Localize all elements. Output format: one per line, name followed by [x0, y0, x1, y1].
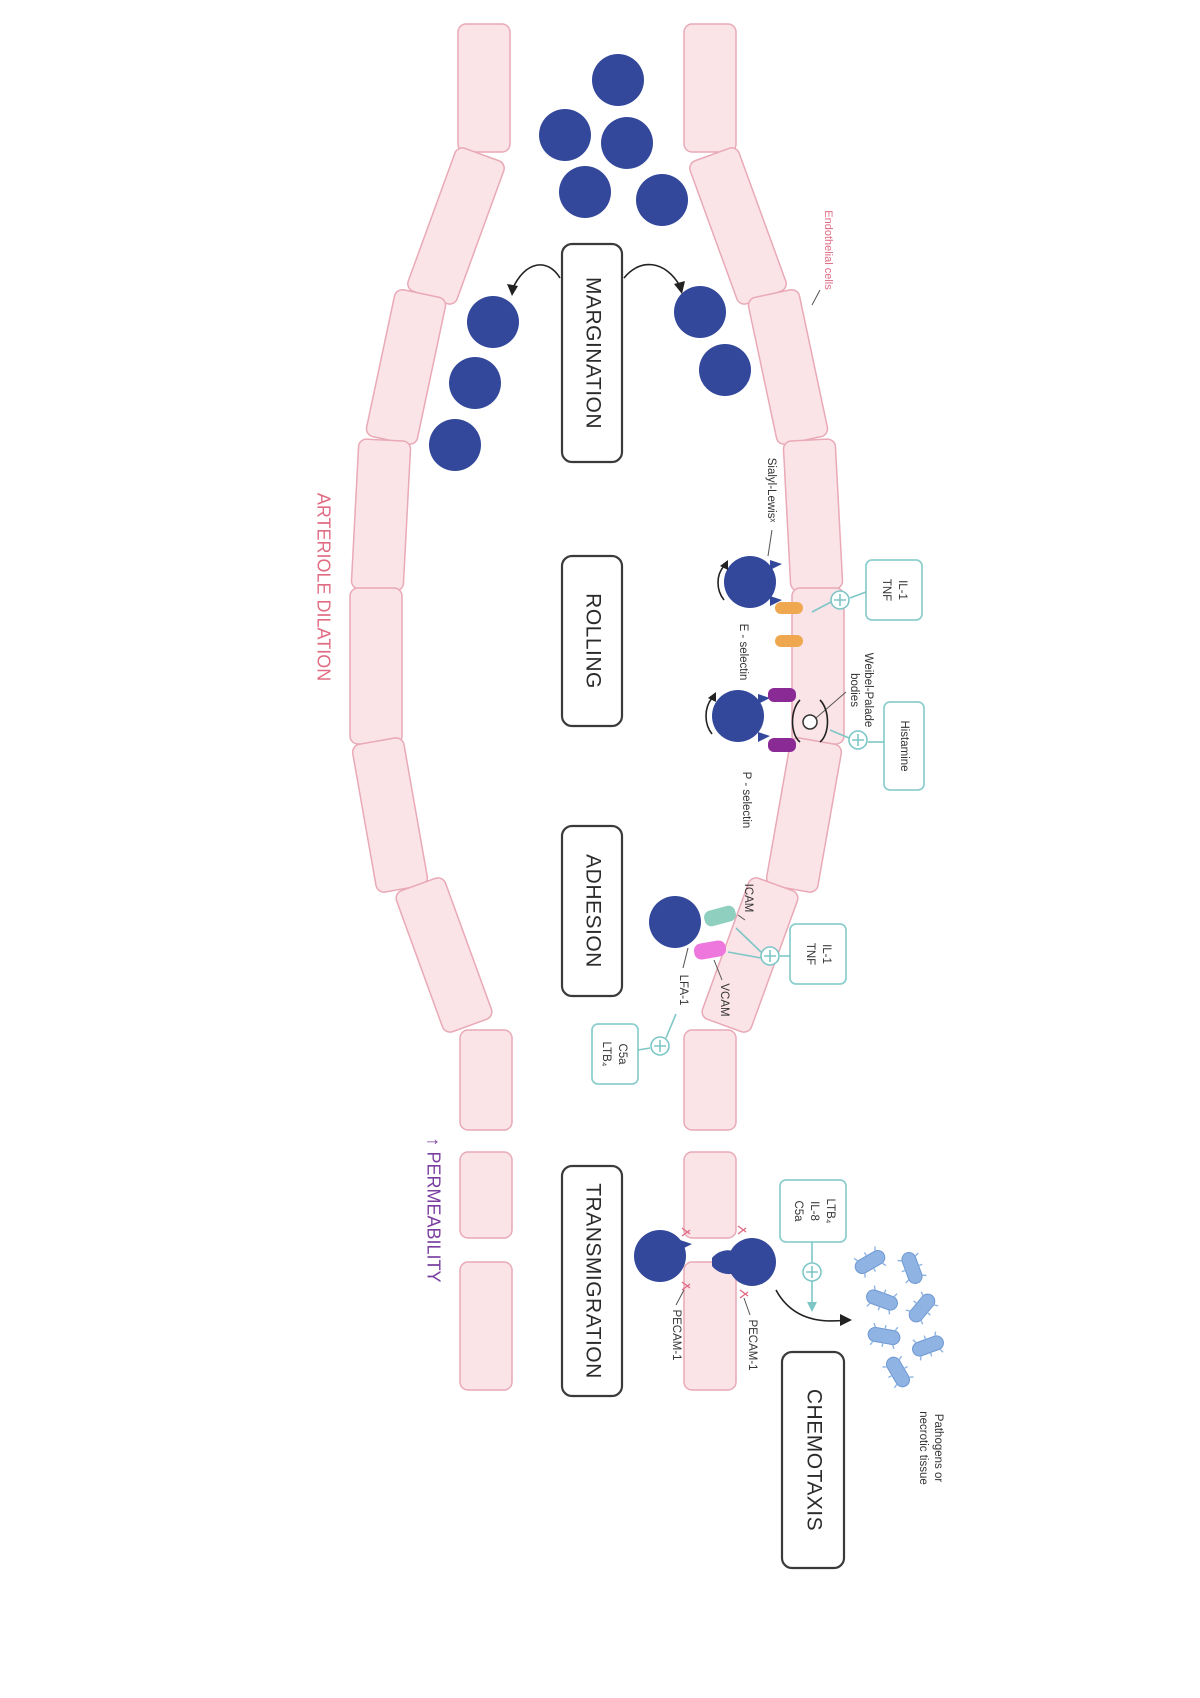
- endothelial-cell: [459, 1029, 513, 1131]
- margination-arrow-left: [511, 264, 561, 291]
- endothelial-cell: [683, 1151, 737, 1239]
- adhesion-section: ICAM VCAM LFA-1 IL-1 TNF C5a LTB₄: [591, 884, 847, 1085]
- adhesion-chemo-2: LTB₄: [600, 1042, 612, 1067]
- stage-chemotaxis: CHEMOTAXIS: [780, 1350, 846, 1570]
- transmigrating-leukocyte-lumen: [634, 1230, 686, 1282]
- arteriole-dilation-label: ARTERIOLE DILATION: [313, 493, 333, 681]
- stage-margination: MARGINATION: [560, 242, 624, 464]
- stage-rolling: ROLLING: [560, 554, 624, 728]
- leukocyte: [699, 344, 751, 396]
- transmigration-chemo-1: LTB₄: [824, 1199, 836, 1224]
- stage-chemotaxis-label: CHEMOTAXIS: [802, 1389, 825, 1531]
- pecam-label-bottom: PECAM-1: [670, 1309, 682, 1360]
- pathogen-icon: [867, 1322, 901, 1350]
- rolling-section: Sialyl-Lewisˣ E - selectin IL-1 TNF Weib…: [705, 458, 925, 829]
- endothelial-cell: [365, 288, 447, 446]
- endothelial-cell: [407, 147, 505, 305]
- e-selectin-label: E - selectin: [737, 624, 749, 681]
- transmigration-chemo-box: [779, 1179, 847, 1243]
- adhesion-chemo-box: [591, 1023, 639, 1085]
- margination-leukocytes: [429, 54, 751, 471]
- transmigration-chemo-3: C5a: [792, 1200, 804, 1222]
- stage-transmigration-label: TRANSMIGRATION: [581, 1183, 604, 1379]
- adhesion-cytokine-box: [789, 923, 847, 985]
- icam-label: ICAM: [742, 884, 754, 913]
- rolling-cytokine-1: IL-1: [896, 580, 908, 600]
- endothelial-cell: [683, 23, 737, 153]
- stage-rolling-label: ROLLING: [581, 593, 604, 689]
- leukocyte: [429, 419, 481, 471]
- adhesion-cytokine-1: IL-1: [820, 944, 832, 964]
- rolling-leukocyte-1: [724, 556, 776, 608]
- pathogen-icon: [866, 1285, 898, 1315]
- leukocyte: [467, 296, 519, 348]
- adhesion-chemo-1: C5a: [616, 1043, 628, 1065]
- endothelial-cell: [395, 877, 493, 1033]
- weibel-palade-label-2: bodies: [848, 673, 860, 707]
- pathogen-icon: [912, 1331, 944, 1361]
- transmigrating-leukocyte-wall: [728, 1238, 776, 1286]
- rolling-cytokine-2: TNF: [880, 579, 892, 601]
- pathogen-icon: [882, 1355, 914, 1389]
- pathogen-icon: [853, 1246, 887, 1278]
- stage-adhesion: ADHESION: [560, 824, 624, 998]
- weibel-palade-body: [802, 714, 818, 730]
- endothelial-cell: [689, 147, 787, 305]
- permeability-label: ↑ PERMEABILITY: [423, 1137, 443, 1282]
- vcam-molecule: [693, 940, 727, 960]
- pathogens-label-1: Pathogens or: [932, 1414, 944, 1483]
- endothelial-cells-label: Endothelial cells: [822, 210, 834, 290]
- endothelial-cell: [350, 438, 412, 592]
- leukocyte: [539, 109, 591, 161]
- endothelial-cell: [349, 587, 403, 745]
- pathogens-label-2: necrotic tissue: [917, 1411, 929, 1485]
- margination-arrow-right: [623, 263, 681, 287]
- sialyl-lewis-label: Sialyl-Lewisˣ: [765, 458, 777, 523]
- endothelial-cell: [683, 1029, 737, 1131]
- endothelial-cell: [765, 737, 843, 893]
- pathogen-icon: [897, 1252, 927, 1284]
- endothelial-cell: [683, 1261, 737, 1391]
- rolling-leukocyte-2: [712, 690, 764, 742]
- transmigration-section: PECAM-1 PECAM-1 LTB₄ IL-8 C5a: [634, 1179, 852, 1371]
- histamine-box: [883, 701, 925, 791]
- chemotaxis-arrow: [775, 1289, 847, 1322]
- endothelial-cell: [351, 737, 429, 893]
- endothelial-cell: [457, 23, 511, 153]
- endothelial-cell: [459, 1261, 513, 1391]
- transmigration-chemo-2: IL-8: [808, 1201, 820, 1221]
- pecam-label-top: PECAM-1: [746, 1319, 758, 1370]
- endothelial-cell: [782, 438, 844, 592]
- p-selectin-molecule: [768, 688, 796, 702]
- rolling-cytokine-box: [865, 559, 923, 621]
- adherent-leukocyte: [649, 896, 701, 948]
- adhesion-cytokine-2: TNF: [804, 943, 816, 965]
- pathogens: Pathogens or necrotic tissue: [853, 1246, 944, 1485]
- leukocyte: [559, 166, 611, 218]
- stage-transmigration: TRANSMIGRATION: [560, 1164, 624, 1398]
- p-selectin-label: P - selectin: [740, 772, 752, 829]
- e-selectin-molecule: [775, 602, 803, 614]
- right-vessel-wall: [683, 23, 845, 1391]
- histamine-label: Histamine: [898, 720, 910, 771]
- endothelial-cell: [747, 288, 829, 446]
- weibel-palade-label-1: Weibel-Palade: [862, 653, 874, 728]
- endothelial-cell: [459, 1151, 513, 1239]
- leukocyte: [449, 357, 501, 409]
- e-selectin-molecule: [775, 635, 803, 647]
- left-vessel-wall: [349, 23, 513, 1391]
- stage-margination-label: MARGINATION: [581, 277, 604, 429]
- p-selectin-molecule: [768, 738, 796, 752]
- leukocyte: [674, 286, 726, 338]
- icam-molecule: [704, 905, 736, 927]
- stage-adhesion-label: ADHESION: [581, 854, 604, 968]
- leukocyte: [601, 117, 653, 169]
- vcam-label: VCAM: [718, 983, 730, 1016]
- leukocyte: [636, 174, 688, 226]
- lfa1-label: LFA-1: [677, 975, 689, 1006]
- pathogen-icon: [905, 1291, 939, 1325]
- leukocyte: [592, 54, 644, 106]
